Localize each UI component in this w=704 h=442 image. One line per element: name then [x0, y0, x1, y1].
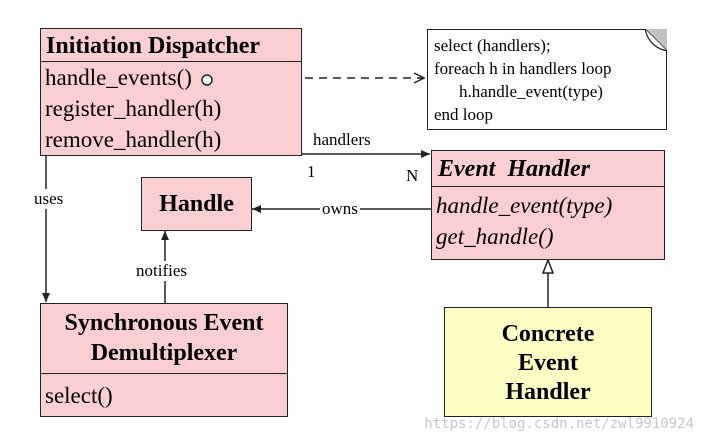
note-line-2: foreach h in handlers loop [434, 59, 612, 78]
note-folded-corner-icon [645, 29, 667, 51]
method-handle-event: handle_event(type) [436, 193, 613, 218]
method-get-handle: get_handle() [436, 224, 554, 249]
concrete-title-line-3: Handler [505, 379, 591, 405]
handlers-label: handlers [313, 130, 371, 149]
note-line-3: h.handle_event(type) [459, 82, 603, 101]
initiation-dispatcher-class: Initiation Dispatcher handle_events() re… [40, 28, 302, 156]
event-handler-class: Event Handler handle_event(type) get_han… [431, 150, 665, 260]
concrete-title-line-1: Concrete [501, 321, 595, 347]
handle-title: Handle [159, 191, 234, 217]
method-select: select() [45, 383, 113, 408]
handle-class: Handle [141, 177, 252, 231]
demultiplexer-title-line-2: Demultiplexer [90, 340, 238, 366]
method-register-handler: register_handler(h) [45, 96, 222, 121]
concrete-event-handler-class: Concrete Event Handler [444, 307, 652, 417]
event-handler-title: Event Handler [438, 156, 591, 182]
circle-connector-icon [200, 73, 213, 86]
method-remove-handler: remove_handler(h) [45, 127, 222, 152]
uses-label: uses [33, 189, 65, 209]
note-line-1: select (handlers); [434, 36, 551, 55]
demultiplexer-class: Synchronous Event Demultiplexer select() [40, 303, 288, 417]
demultiplexer-title-line-1: Synchronous Event [64, 310, 264, 336]
watermark: https://blog.csdn.net/zwl9910924 [424, 416, 694, 432]
notifies-label: notifies [134, 261, 189, 281]
owns-label: owns [320, 199, 360, 219]
multiplicity-one: 1 [307, 162, 316, 181]
note-box: select (handlers); foreach h in handlers… [427, 29, 667, 130]
concrete-title-line-2: Event [518, 350, 578, 376]
initiation-dispatcher-title: Initiation Dispatcher [46, 33, 261, 59]
method-handle-events: handle_events() [41, 62, 301, 93]
inheritance-triangle-icon [541, 257, 555, 274]
multiplicity-many: N [406, 166, 419, 185]
note-line-4: end loop [434, 105, 494, 124]
